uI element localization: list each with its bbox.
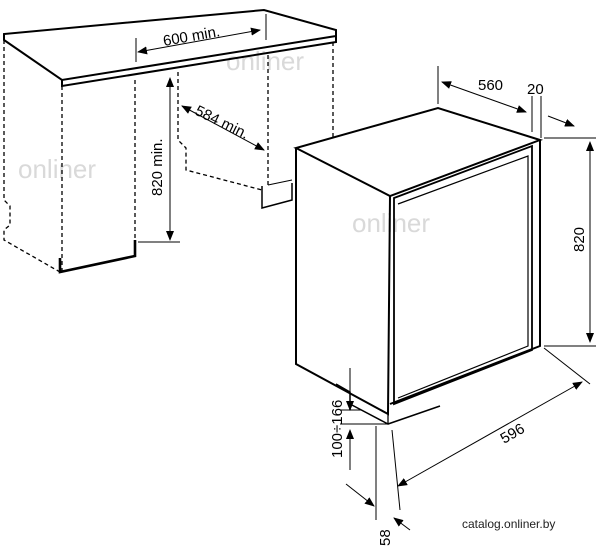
dimension-appliance-height: [544, 137, 596, 347]
label-door-depth: 20: [527, 81, 544, 98]
watermark-group: onliner onliner onliner: [18, 46, 430, 238]
source-credit: catalog.onliner.by: [462, 517, 555, 531]
appliance-body: [293, 106, 544, 425]
label-cabinet-height: 820 min.: [149, 138, 166, 196]
dimension-plinth-offset: [345, 426, 411, 531]
dimension-cabinet-width: [135, 14, 267, 62]
dimension-appliance-depth: [437, 66, 533, 132]
dimension-cabinet-depth: [181, 105, 265, 151]
label-cabinet-depth: 584 min.: [192, 102, 251, 143]
label-plinth-range: 100÷166: [329, 400, 346, 458]
dimension-cabinet-height: [138, 77, 180, 243]
watermark-top: onliner: [226, 46, 304, 76]
cabinet-outline: [3, 8, 337, 274]
dimension-plinth-range: [340, 368, 388, 470]
label-appliance-width: 596: [498, 420, 528, 447]
label-appliance-height: 820: [571, 227, 588, 252]
watermark-left: onliner: [18, 154, 96, 184]
watermark-right: onliner: [352, 208, 430, 238]
label-cabinet-width: 600 min.: [162, 23, 222, 50]
label-plinth-offset: 58: [377, 529, 394, 546]
dimension-door-depth: [540, 96, 575, 138]
label-appliance-depth: 560: [478, 77, 503, 94]
dimension-appliance-width: [391, 347, 591, 511]
